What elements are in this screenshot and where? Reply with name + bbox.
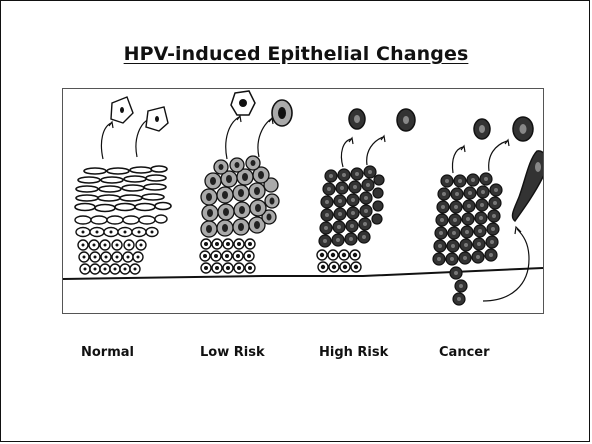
stage-label-normal: Normal <box>81 345 134 360</box>
cancer-epithelium-group <box>433 117 543 305</box>
stage-label-cancer: Cancer <box>439 345 490 360</box>
stage-label-high-risk: High Risk <box>319 345 388 360</box>
normal-epithelium-group <box>75 97 171 274</box>
high-risk-epithelium-group <box>317 109 415 272</box>
stage-label-low-risk: Low Risk <box>200 345 265 360</box>
low-risk-epithelium-group <box>200 91 292 273</box>
slide-title: HPV-induced Epithelial Changes <box>1 43 591 65</box>
epithelial-diagram <box>62 88 544 314</box>
diagram-svg <box>63 89 543 313</box>
